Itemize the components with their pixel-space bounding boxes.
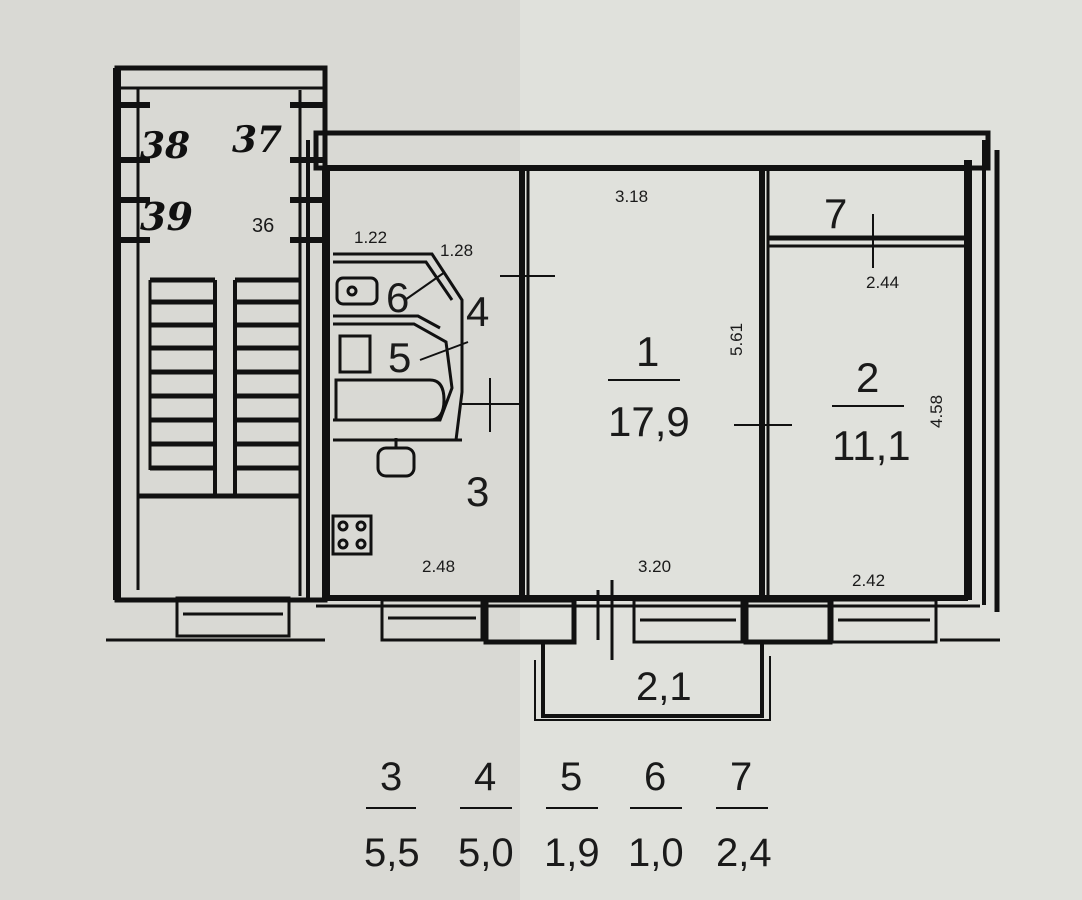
- room1-window: [632, 598, 744, 644]
- legend-5-number: 5: [560, 755, 582, 799]
- dim-room1-top: 3.18: [615, 187, 648, 206]
- apartment-38-label: 38: [140, 125, 190, 167]
- dim-kitchen-top: 1.22: [354, 228, 387, 247]
- bathtub-icon: [334, 378, 446, 422]
- room-7-number: 7: [824, 190, 847, 237]
- dim-room1-side: 5.61: [727, 323, 746, 356]
- room-6-number: 6: [386, 274, 409, 321]
- toilet-icon: [338, 334, 372, 374]
- dim-room2-side: 4.58: [927, 395, 946, 428]
- room-2-number: 2: [856, 354, 879, 401]
- legend-6-number: 6: [644, 755, 666, 799]
- legend-7-area: 2,4: [716, 831, 772, 875]
- legend-5-area: 1,9: [544, 831, 600, 875]
- legend-7-number: 7: [730, 755, 752, 799]
- room-2-area: 11,1: [832, 422, 911, 469]
- room2-window: [830, 598, 938, 644]
- balcony-area: 2,1: [636, 665, 692, 709]
- legend-6-area: 1,0: [628, 831, 684, 875]
- kitchen-window: [380, 598, 484, 642]
- room-1-area: 17,9: [608, 398, 690, 445]
- stove-icon: [331, 514, 373, 556]
- dim-room2-top: 2.44: [866, 273, 899, 292]
- legend-4-number: 4: [474, 755, 496, 799]
- sink-icon: [335, 276, 379, 306]
- apartment-37-label: 37: [232, 119, 282, 161]
- room-1-number: 1: [636, 328, 659, 375]
- dim-room2-bottom: 2.42: [852, 571, 885, 590]
- balcony: [534, 642, 771, 721]
- dim-kitchen-bottom: 2.48: [422, 557, 455, 576]
- room-4-number: 4: [466, 288, 489, 335]
- apartment-walls: [306, 130, 1000, 612]
- room-5-number: 5: [388, 334, 411, 381]
- apartment-36-label: 36: [252, 215, 274, 237]
- bathroom-block: [331, 252, 469, 556]
- stair-flights: [138, 277, 300, 499]
- dim-bath-top: 1.28: [440, 241, 473, 260]
- legend-4-area: 5,0: [458, 831, 514, 875]
- stairwell: [106, 65, 328, 642]
- dim-room1-bottom: 3.20: [638, 557, 671, 576]
- legend-3-number: 3: [380, 755, 402, 799]
- legend-3-area: 5,5: [364, 831, 420, 875]
- apartment-39-label: 39: [140, 194, 193, 239]
- area-legend: 3 5,5 4 5,0 5 1,9 6 1,0 7 2,4: [364, 755, 772, 875]
- room-3-number: 3: [466, 468, 489, 515]
- windows: [380, 580, 1000, 660]
- stairwell-window: [175, 596, 291, 638]
